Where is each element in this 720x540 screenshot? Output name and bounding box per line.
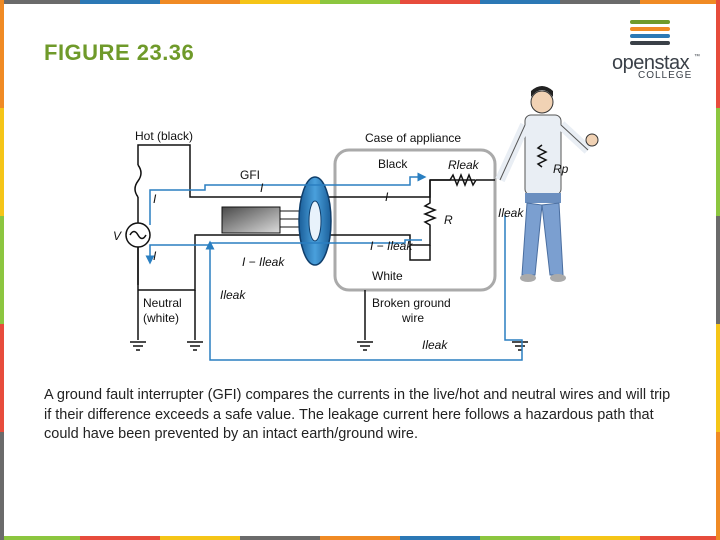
border-segment (716, 432, 720, 540)
label-neutral: Neutral (143, 296, 182, 310)
label-broken-ground: Broken ground (372, 296, 451, 310)
border-segment (560, 536, 640, 540)
border-segment (0, 324, 4, 432)
border-segment (0, 216, 4, 324)
ground-drop (194, 290, 366, 340)
r-leak-resistor (430, 172, 495, 188)
logo-wordmark: openstax (612, 52, 690, 74)
border-segment (640, 0, 720, 4)
label-broken-ground-wire: wire (401, 311, 424, 325)
label-i: I (260, 181, 264, 195)
label-i: I (153, 192, 157, 206)
label-r: R (444, 213, 453, 227)
border-segment (0, 536, 80, 540)
ground-symbol (187, 341, 203, 351)
ground-symbol (130, 341, 146, 351)
border-segment (240, 0, 320, 4)
label-ileak: Ileak (422, 338, 448, 352)
rp-resistor (536, 144, 548, 168)
person-figure (495, 86, 599, 282)
figure-caption: A ground fault interrupter (GFI) compare… (44, 387, 671, 442)
border-segment (160, 536, 240, 540)
label-ileak: Ileak (220, 288, 246, 302)
border-segment (0, 0, 80, 4)
logo-stripe (630, 27, 670, 31)
figure-title: FIGURE 23.36 (44, 40, 195, 65)
logo-stripe (630, 41, 670, 45)
gfi-circuit-diagram: Hot (black) Case of appliance GFI Black … (113, 86, 599, 361)
logo-stripe (630, 34, 670, 38)
ground-symbol (357, 341, 373, 351)
border-segment (80, 536, 160, 540)
border-segment (400, 536, 480, 540)
label-i: I (385, 190, 389, 204)
border-segment (240, 536, 320, 540)
fuse (134, 164, 142, 198)
left-color-border (0, 0, 4, 540)
border-segment (480, 0, 560, 4)
border-segment (400, 0, 480, 4)
label-i: I (153, 249, 157, 263)
logo-stripe (630, 20, 670, 24)
border-segment (716, 108, 720, 216)
label-case: Case of appliance (365, 131, 461, 145)
border-segment (640, 536, 720, 540)
label-rp: Rp (553, 162, 569, 176)
logo-subtitle: COLLEGE (638, 70, 693, 81)
openstax-logo: openstax ™ COLLEGE (612, 18, 702, 81)
top-color-border (0, 0, 720, 4)
label-neutral-sub: (white) (143, 311, 179, 325)
border-segment (716, 324, 720, 432)
border-segment (560, 0, 640, 4)
border-segment (716, 0, 720, 108)
label-white: White (372, 269, 403, 283)
logo-trademark: ™ (694, 54, 700, 60)
gfi-sensor (221, 206, 281, 234)
label-gfi: GFI (240, 168, 260, 182)
ground-symbol (512, 341, 528, 351)
ac-wave (129, 230, 147, 240)
label-i-minus-ileak: I − Ileak (242, 255, 285, 269)
leak-path (205, 215, 523, 361)
label-i-minus-ileak: I − Ileak (370, 239, 413, 253)
border-segment (480, 536, 560, 540)
appliance-case (333, 148, 497, 292)
border-segment (0, 432, 4, 540)
right-color-border (716, 0, 720, 540)
current-path (149, 172, 427, 225)
label-rleak: Rleak (448, 158, 480, 172)
label-black: Black (378, 157, 408, 171)
r-resistor (410, 180, 438, 246)
label-ileak: Ileak (498, 206, 524, 220)
bottom-color-border (0, 536, 720, 540)
border-segment (716, 216, 720, 324)
border-segment (0, 108, 4, 216)
border-segment (0, 0, 4, 108)
border-segment (320, 0, 400, 4)
label-hot: Hot (black) (135, 129, 193, 143)
label-v: V (113, 229, 122, 243)
border-segment (320, 536, 400, 540)
border-segment (80, 0, 160, 4)
border-segment (160, 0, 240, 4)
gfi-toroid-hole (308, 200, 322, 242)
